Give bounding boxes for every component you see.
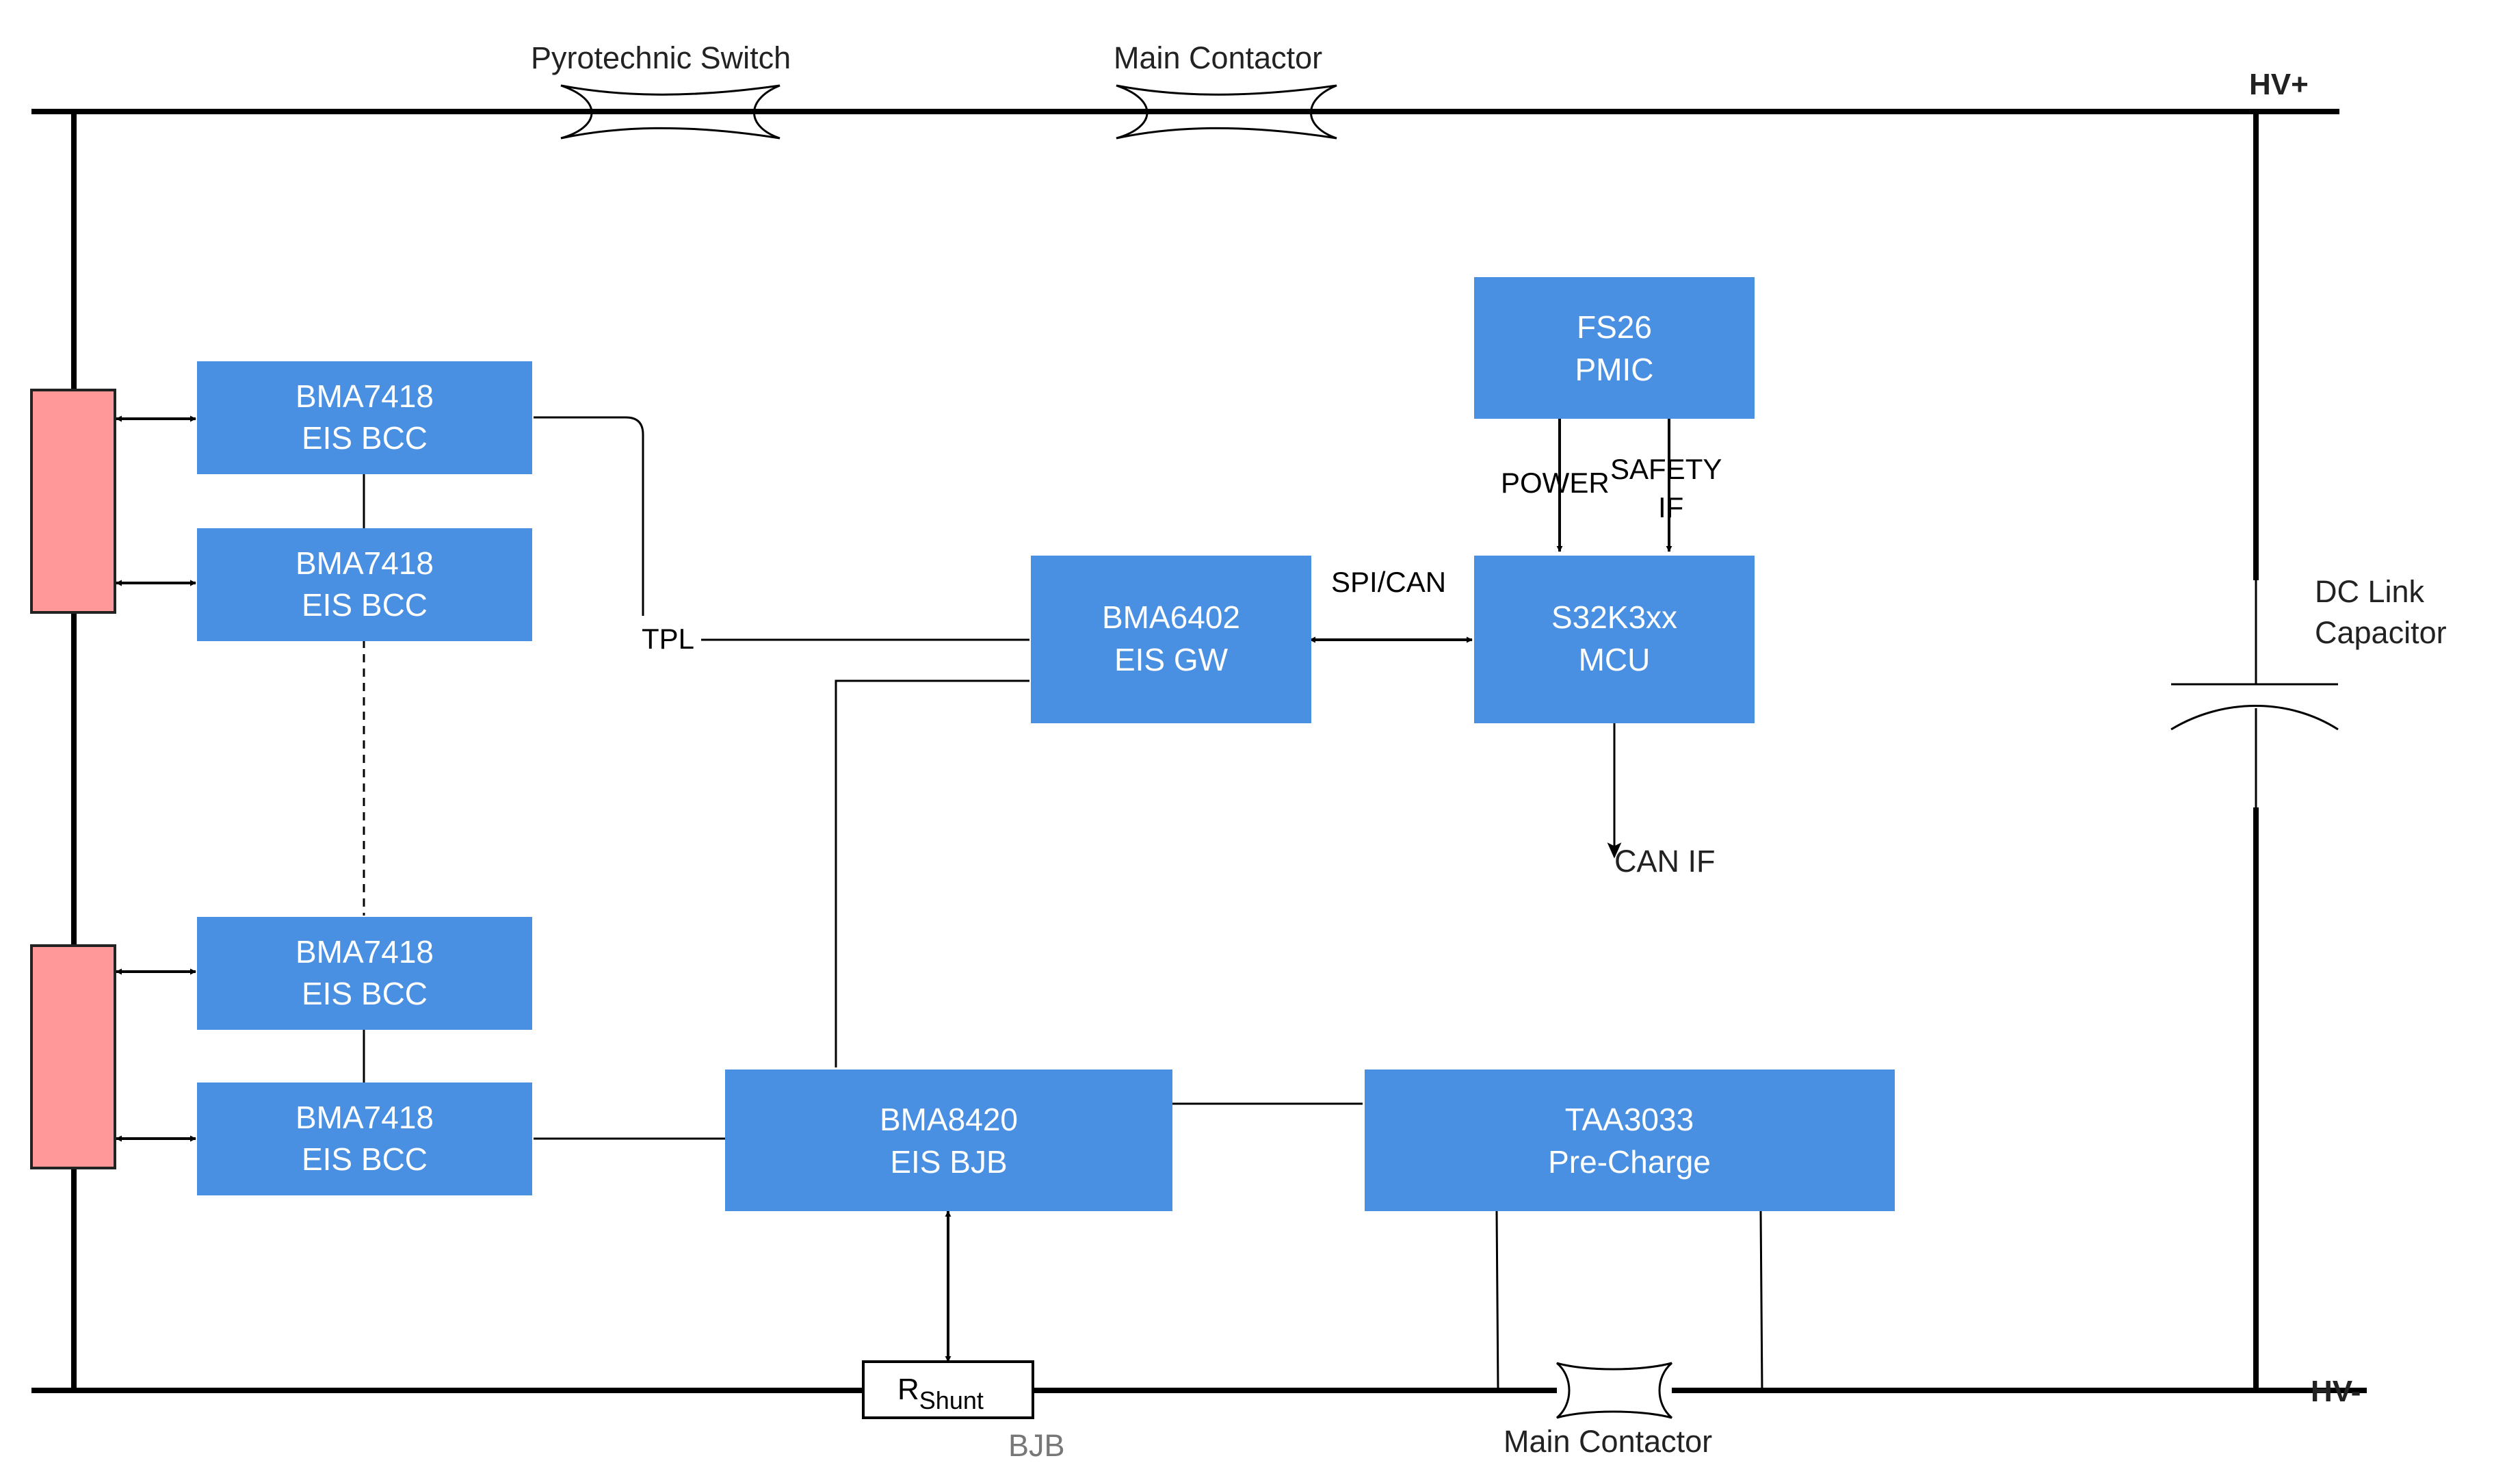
shunt-label-sub: Shunt [919, 1386, 984, 1414]
pmic-line2: PMIC [1575, 352, 1654, 387]
shunt-resistor [862, 1360, 1034, 1419]
pyrotechnic-switch-label: Pyrotechnic Switch [531, 40, 791, 75]
tpl-label: TPL [642, 623, 694, 655]
mcu-line1: S32K3xx [1551, 599, 1677, 635]
main-contactor-top-icon [1116, 84, 1337, 140]
bjb-caption: BJB [1008, 1428, 1065, 1463]
pyrotechnic-switch-icon [560, 84, 780, 140]
shunt-label: RShunt [897, 1373, 984, 1414]
tpl-wire [534, 416, 644, 616]
bcc4-block: BMA7418 EIS BCC [197, 1082, 532, 1195]
hv-plus-label: HV+ [2249, 68, 2309, 101]
precharge-line1: TAA3033 [1565, 1102, 1694, 1137]
bcc1-block: BMA7418 EIS BCC [197, 361, 532, 474]
pmic-line1: FS26 [1577, 309, 1652, 345]
safety-label-line2: IF [1658, 491, 1683, 523]
battery-module-top [30, 389, 116, 614]
battery-module-bottom [30, 944, 116, 1169]
precharge-block: TAA3033 Pre-Charge [1365, 1069, 1895, 1211]
dc-link-label-line2: Capacitor [2315, 615, 2447, 650]
bcc1-line1: BMA7418 [296, 378, 434, 414]
bcc2-line2: EIS BCC [302, 587, 428, 623]
precharge-tap-right [1759, 1210, 1763, 1391]
bcc2-block: BMA7418 EIS BCC [197, 528, 532, 641]
bcc1-line2: EIS BCC [302, 420, 428, 456]
bcc3-line2: EIS BCC [302, 976, 428, 1011]
precharge-line2: Pre-Charge [1548, 1144, 1711, 1180]
main-contactor-bottom-icon [1556, 1362, 1672, 1419]
mcu-block: S32K3xx MCU [1474, 556, 1755, 723]
bcc2-line1: BMA7418 [296, 545, 434, 581]
gateway-line1: BMA6402 [1102, 599, 1240, 635]
bjb-block: BMA8420 EIS BJB [725, 1069, 1172, 1211]
main-contactor-top-label: Main Contactor [1114, 40, 1322, 75]
bcc4-line1: BMA7418 [296, 1100, 434, 1135]
bcc4-line2: EIS BCC [302, 1141, 428, 1177]
gw-bjb-wire [835, 679, 1029, 1067]
dc-link-label-line1: DC Link [2315, 574, 2425, 609]
mcu-line2: MCU [1579, 642, 1651, 677]
power-label: POWER [1501, 467, 1610, 499]
gateway-block: BMA6402 EIS GW [1031, 556, 1311, 723]
bcc3-line1: BMA7418 [296, 934, 434, 970]
safety-label-line1: SAFETY [1610, 453, 1722, 485]
spi-can-label: SPI/CAN [1331, 566, 1446, 598]
precharge-tap-left [1495, 1210, 1499, 1391]
can-if-label: CAN IF [1614, 844, 1716, 879]
main-contactor-bottom-label: Main Contactor [1504, 1424, 1712, 1459]
dc-link-capacitor-icon [2170, 683, 2339, 731]
bjb-line2: EIS BJB [890, 1144, 1007, 1180]
gateway-line2: EIS GW [1114, 642, 1229, 677]
hv-minus-label: HV- [2311, 1375, 2361, 1408]
bjb-line1: BMA8420 [880, 1102, 1018, 1137]
pmic-block: FS26 PMIC [1474, 277, 1755, 419]
bcc3-block: BMA7418 EIS BCC [197, 917, 532, 1030]
shunt-label-main: R [897, 1373, 919, 1406]
